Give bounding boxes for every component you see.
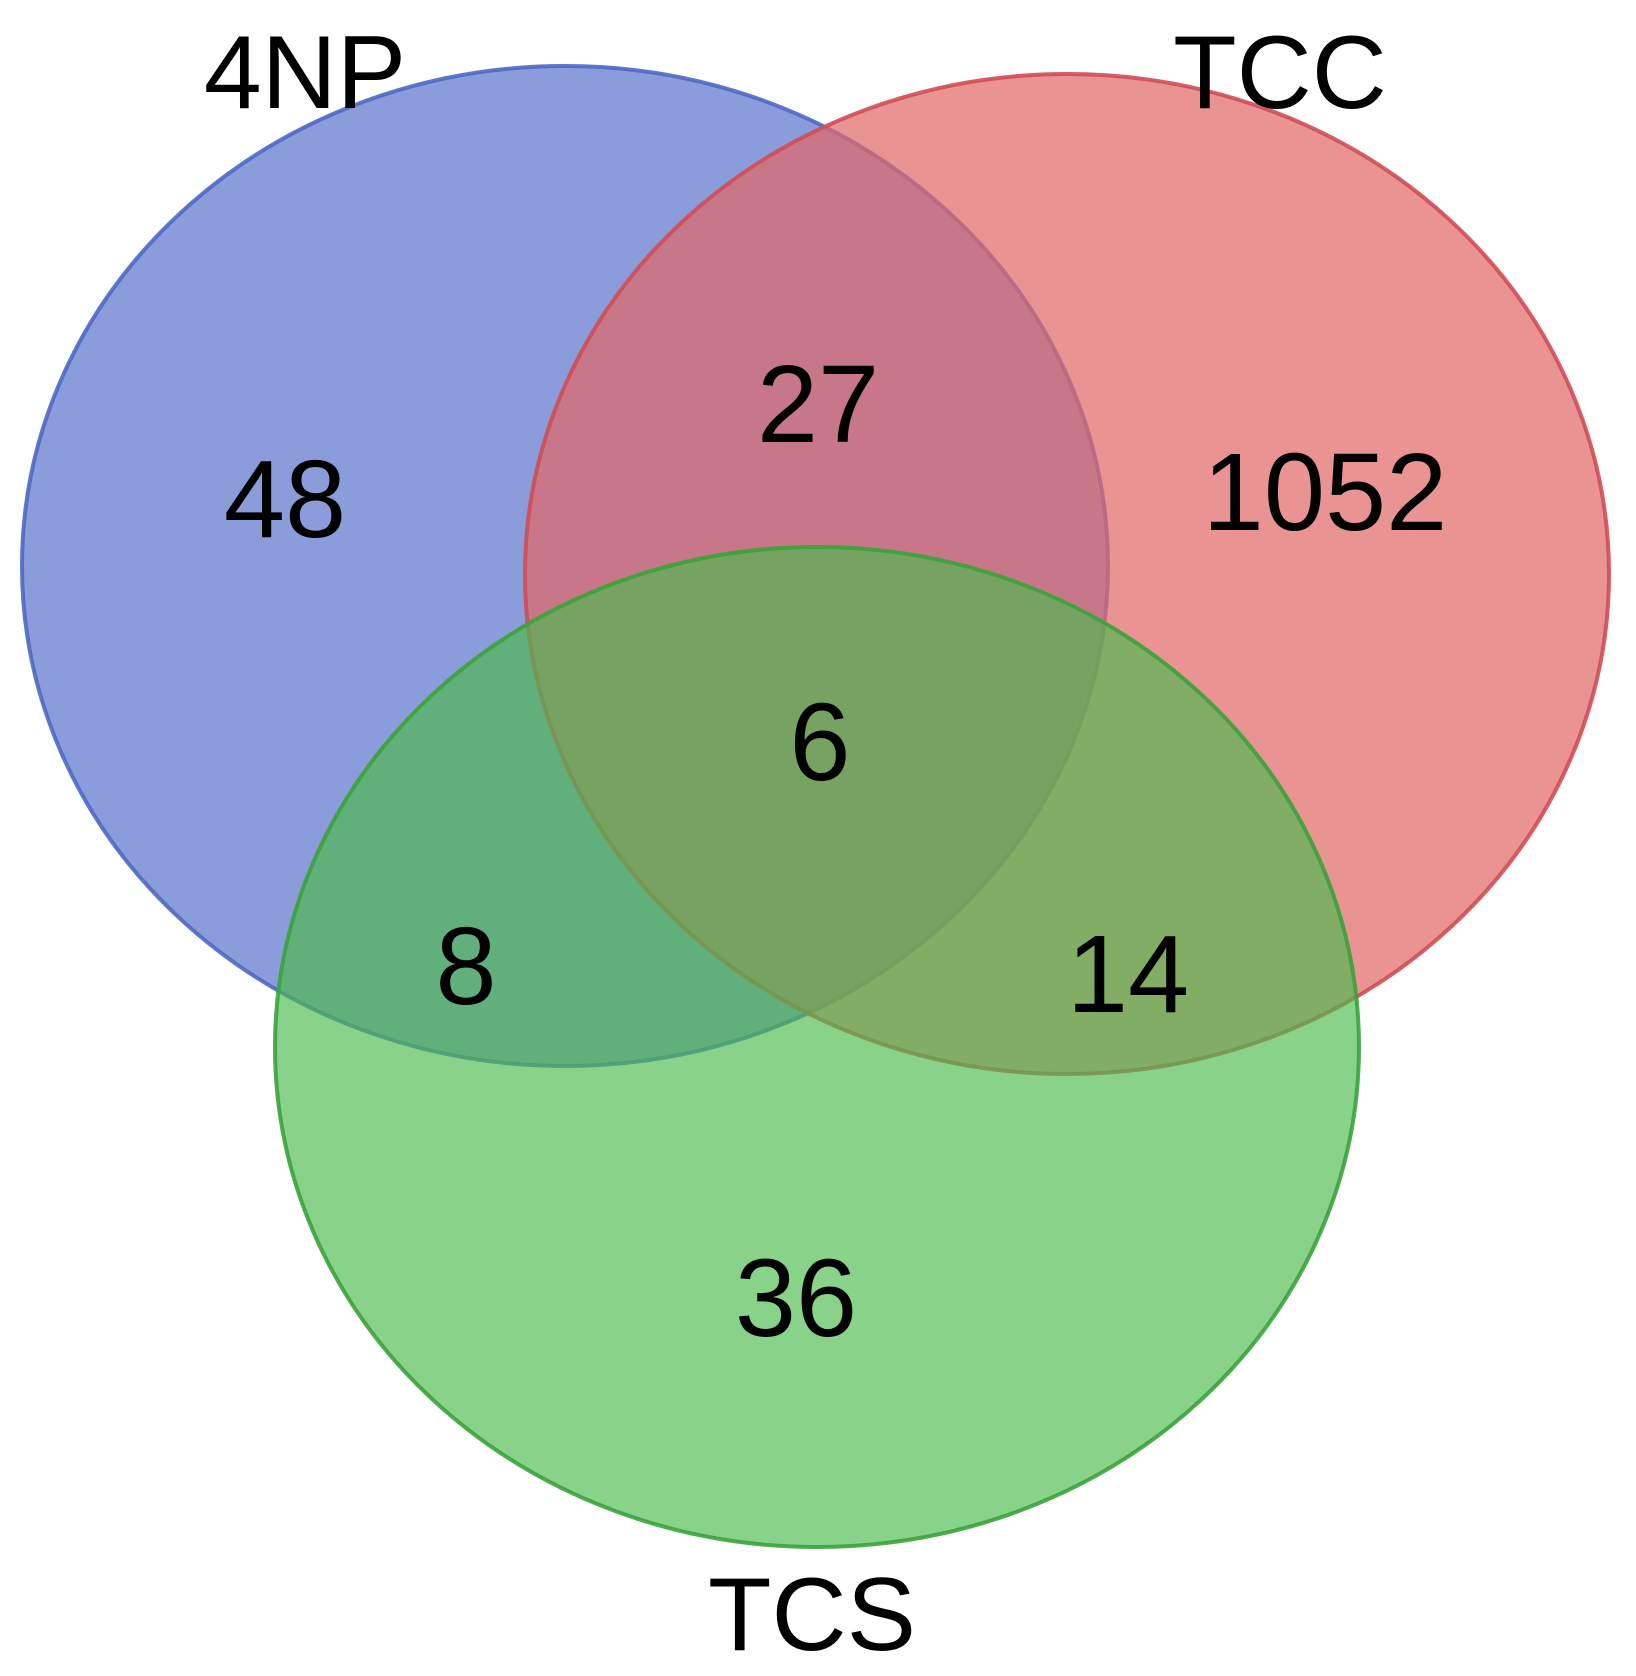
set-label-4np: 4NP: [204, 15, 406, 131]
set-label-tcs: TCS: [708, 1557, 916, 1673]
count-all-three: 6: [789, 681, 850, 804]
count-only-tcc: 1052: [1203, 431, 1448, 554]
count-tcc-tcs: 14: [1067, 913, 1189, 1036]
count-only-tcs: 36: [735, 1237, 857, 1360]
set-label-tcc: TCC: [1173, 15, 1387, 131]
set-circle-tcs: [273, 545, 1361, 1549]
count-only-4np: 48: [224, 438, 346, 561]
count-4np-tcs: 8: [435, 905, 496, 1028]
count-4np-tcc: 27: [757, 343, 879, 466]
